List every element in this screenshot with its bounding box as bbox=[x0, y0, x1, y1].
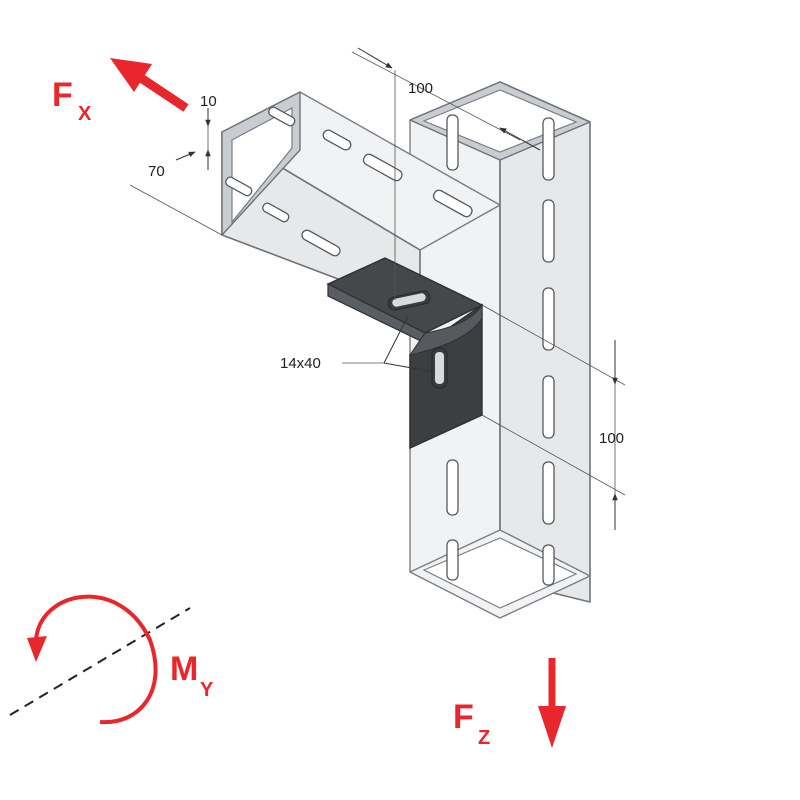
horizontal-channel-end-notches bbox=[225, 106, 296, 223]
force-fx-label: F bbox=[52, 76, 73, 114]
moment-my-subscript: Y bbox=[200, 679, 214, 701]
angle-bracket bbox=[326, 257, 484, 450]
dim-label-70: 70 bbox=[148, 163, 165, 180]
force-fz-arrow bbox=[538, 658, 566, 748]
dim-label-100-right: 100 bbox=[599, 430, 624, 447]
horizontal-channel-top-slots bbox=[322, 129, 473, 218]
horizontal-channel-side-slot bbox=[301, 229, 341, 257]
force-fx-arrow bbox=[110, 58, 189, 112]
dim-label-100-top: 100 bbox=[408, 80, 433, 97]
dimension-lines bbox=[129, 47, 626, 530]
dim-label-10: 10 bbox=[200, 93, 217, 110]
dim-label-slot-size: 14x40 bbox=[280, 355, 321, 372]
force-fz-subscript: Z bbox=[478, 727, 490, 749]
force-fz-label: F bbox=[453, 698, 474, 736]
moment-my-label: M bbox=[170, 650, 198, 688]
force-fx-subscript: X bbox=[78, 103, 92, 125]
moment-my-symbol bbox=[9, 594, 191, 725]
vertical-channel-slots bbox=[446, 114, 555, 586]
